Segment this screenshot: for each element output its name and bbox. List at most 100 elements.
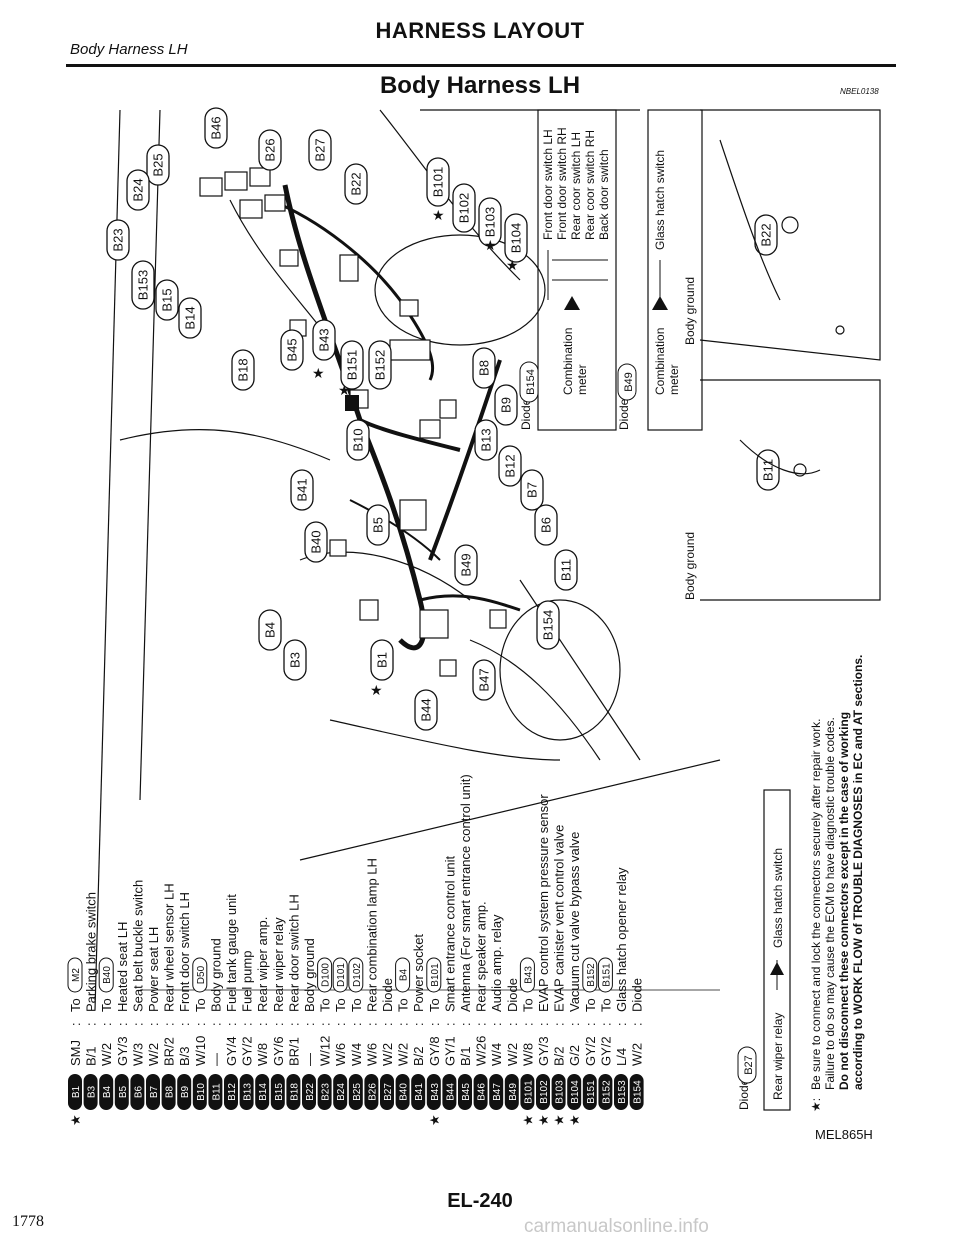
legend-colon: : <box>84 1022 99 1026</box>
legend-ref-badge <box>192 957 208 993</box>
callout-b152-text: B152 <box>373 350 388 380</box>
legend-colon: : <box>567 1022 582 1026</box>
legend-colon: : <box>583 1022 598 1026</box>
callout-b40: B40 <box>304 521 328 563</box>
callout-b5: B5 <box>366 504 390 546</box>
callout-b1: B1 <box>370 639 394 681</box>
callout-b22: B22 <box>344 163 368 205</box>
callout-b6: B6 <box>534 504 558 546</box>
star-mark: ★ <box>432 207 445 223</box>
callout-b18-text: B18 <box>236 358 251 381</box>
legend-description: To <box>318 998 333 1012</box>
legend-ref-badge <box>332 957 348 993</box>
switch-label: Back door switch <box>597 149 611 240</box>
callout-b44-text: B44 <box>419 698 434 721</box>
legend-connector-badge <box>161 1074 176 1110</box>
callout-b9-text: B9 <box>499 397 514 413</box>
legend-colon: : <box>286 1022 301 1026</box>
reference-code: NBEL0138 <box>840 87 879 96</box>
legend-row: B22—:Body ground <box>302 938 317 1110</box>
legend-ref-badge <box>317 957 333 993</box>
legend-color-code: B/2 <box>411 1046 426 1066</box>
legend-color-code: B/1 <box>84 1046 99 1066</box>
legend-connector-badge <box>426 1074 441 1110</box>
legend-color-code: B/1 <box>458 1046 473 1066</box>
legend-description: Body ground <box>302 938 317 1012</box>
callout-b6-text: B6 <box>539 517 554 533</box>
callout-b13-text: B13 <box>479 428 494 451</box>
legend-connector-id: B102 <box>539 1080 550 1104</box>
legend-description: Rear door switch LH <box>286 894 301 1012</box>
legend-colon: : <box>630 1022 645 1026</box>
legend-connector-id: B49 <box>508 1083 519 1101</box>
legend-connector-badge <box>458 1074 472 1110</box>
callout-b49: B49 <box>454 544 478 586</box>
legend-color-code: GY/3 <box>536 1036 551 1066</box>
watermark: carmanualsonline.info <box>524 1216 709 1237</box>
legend-connector-badge <box>255 1074 270 1110</box>
notes: ★: Be sure to connect and lock the conne… <box>809 655 865 1112</box>
legend-connector-id: B152 <box>601 1080 612 1104</box>
legend-connector-badge <box>348 1074 363 1110</box>
legend-connector-badge <box>99 1074 114 1110</box>
legend-connector-badge <box>364 1074 379 1110</box>
legend-row: B3B/1:Parking brake switch <box>83 892 99 1110</box>
legend-connector-badge <box>286 1074 301 1110</box>
page-header-subtitle: Body Harness LH <box>70 41 188 58</box>
legend-description: Rear wiper amp. <box>255 917 270 1012</box>
combination-meter-label: meter <box>667 364 681 395</box>
legend-connector-badge <box>270 1074 285 1110</box>
legend-star: ★ <box>552 1114 567 1126</box>
legend-ref-id: B40 <box>102 966 113 984</box>
legend-row: B11—:Body ground <box>208 938 223 1110</box>
legend-description: Antenna (For smart entrance control unit… <box>458 774 473 1012</box>
legend-connector-badge <box>567 1074 582 1110</box>
callout-b9: B9 <box>494 384 518 426</box>
switch-label: Rear coor switch LH <box>569 132 583 240</box>
callout-b102-text: B102 <box>457 193 472 223</box>
legend-star: ★ <box>520 1114 535 1126</box>
legend-description: To <box>333 998 348 1012</box>
diode-b49-ref: B49 <box>617 363 637 401</box>
legend-description: To <box>583 998 598 1012</box>
legend-connector-id: B3 <box>87 1085 98 1098</box>
legend-colon: : <box>68 1022 83 1026</box>
legend-connector-badge <box>489 1074 504 1110</box>
legend-colon: : <box>302 1022 317 1026</box>
legend-ref-id: D50 <box>196 965 207 984</box>
callout-b11-main: B11 <box>554 549 578 591</box>
legend-colon: : <box>333 1022 348 1026</box>
legend-connector-badge <box>395 1074 410 1110</box>
legend-description: EVAP control system pressure sensor <box>536 794 551 1012</box>
star-mark: ★ <box>312 365 325 381</box>
legend-description: To <box>520 998 535 1012</box>
note-line: Failure to do so may cause the ECM to ha… <box>823 717 837 1090</box>
callout-b41-text: B41 <box>295 478 310 501</box>
rear-wiper-relay-label: Rear wiper relay <box>771 1013 785 1100</box>
legend-star: ★ <box>536 1114 551 1126</box>
legend-ref-id: M2 <box>71 968 82 982</box>
callout-b4: B4 <box>258 609 282 651</box>
legend-colon: : <box>520 1022 535 1026</box>
legend-star: ★ <box>567 1114 582 1126</box>
legend-description: Front door switch LH <box>177 892 192 1012</box>
legend-colon: : <box>411 1022 426 1026</box>
page-number: EL-240 <box>447 1190 513 1212</box>
body-ground-label: Body ground <box>683 532 697 600</box>
legend-connector-badge <box>551 1074 566 1110</box>
switch-label: Front door switch RH <box>555 127 569 240</box>
